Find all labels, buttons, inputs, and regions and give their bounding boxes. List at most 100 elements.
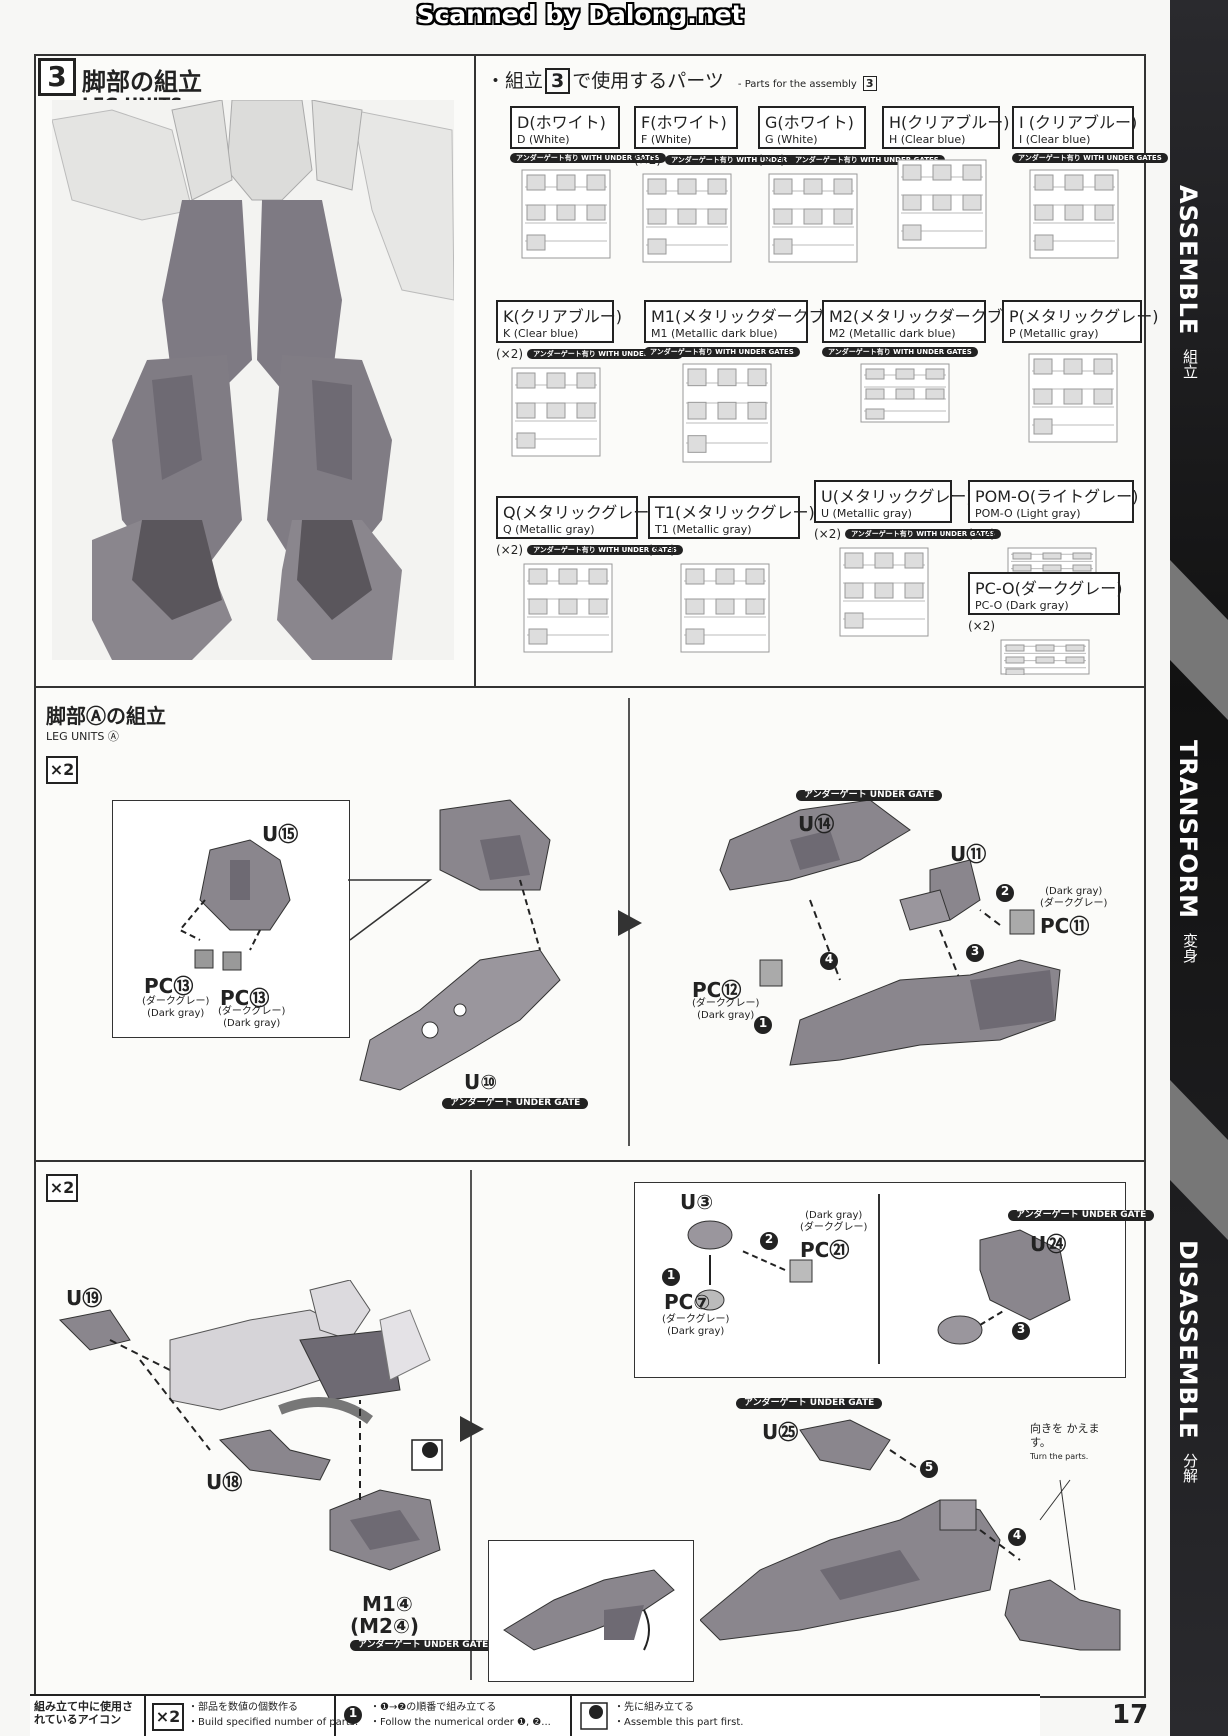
assembly-diagram-a-left [178, 799, 561, 1091]
label-u15: U⑮ [262, 822, 299, 846]
under-gates-badge: アンダーゲート有り WITH UNDER GATES [510, 153, 666, 163]
assemble-first-icon [580, 1702, 608, 1730]
assembly-diagram-b-left [58, 1280, 443, 1571]
tab-assemble[interactable]: ASSEMBLE 組立 [1174, 185, 1202, 379]
runner-name-en: P (Metallic gray) [1009, 327, 1099, 340]
label-pc13-a-color: (ダークグレー)(Dark gray) [142, 996, 210, 1019]
runner-card: K(クリアブルー)K (Clear blue)(×2)アンダーゲート有り WIT… [496, 300, 683, 457]
legend-item-2: ・❶→❷の順番で組み立てる・Follow the numerical order… [370, 1702, 551, 1728]
runner-label: K(クリアブルー)K (Clear blue) [496, 300, 622, 343]
under-gates-badge: アンダーゲート有り WITH UNDER GATES [789, 155, 945, 165]
tab-assemble-jp: 組立 [1181, 349, 1199, 380]
under-gates-badge: アンダーゲート有り WITH UNDER GATES [527, 545, 683, 555]
runner-diagram [523, 563, 613, 653]
runner-name-jp: POM-O(ライトグレー) [975, 487, 1139, 506]
flow-arrow-icon [460, 1416, 484, 1442]
label-u25: U㉕ [762, 1420, 799, 1444]
step-circle: 4 [1008, 1528, 1026, 1546]
assembly-diagram-b-inset [687, 1220, 1071, 1345]
runner-label: P(メタリックグレー)P (Metallic gray) [1002, 300, 1159, 343]
label-pc11-color: (Dark gray)(ダークグレー) [1040, 886, 1108, 909]
multiplier-badge: ×2 [46, 756, 78, 784]
runner-diagram [642, 173, 732, 263]
runner-name-jp: G(ホワイト) [765, 113, 854, 132]
runner-diagram [511, 367, 601, 457]
under-gates-badge: アンダーゲート有り WITH UNDER GATES [845, 529, 1001, 539]
runner-name-jp: M2(メタリックダークブルー) [829, 307, 1041, 326]
legend-item-3: ・先に組み立てる・Assemble this part first. [614, 1702, 744, 1728]
runner-name-en: M1 (Metallic dark blue) [651, 327, 778, 340]
runner-name-en: D (White) [517, 133, 570, 146]
runner-card: U(メタリックグレー)U (Metallic gray) (×2)アンダーゲート有… [814, 480, 1001, 637]
flow-arrow-icon [618, 910, 642, 936]
label-pc13-b-color: (ダークグレー)(Dark gray) [218, 1006, 286, 1029]
label-m1-4: M1④ [362, 1592, 413, 1616]
under-gates-badge: アンダーゲート有り WITH UNDER GATES [527, 349, 683, 359]
tab-divider-graphic-2 [1170, 1080, 1228, 1240]
parts-header-prefix: ・組立 [486, 70, 544, 92]
runner-card: P(メタリックグレー)P (Metallic gray) [1002, 300, 1159, 443]
label-u3: U③ [680, 1190, 714, 1214]
runner-card: M2(メタリックダークブルー)M2 (Metallic dark blue)アン… [822, 300, 1041, 423]
runner-label: T1(メタリックグレー)T1 (Metallic gray) [648, 496, 815, 539]
runner-label: U(メタリックグレー)U (Metallic gray) [814, 480, 973, 523]
runner-diagram [1029, 169, 1119, 259]
runner-diagram [768, 173, 858, 263]
parts-header-en-step: 3 [862, 76, 877, 91]
runner-card: G(ホワイト)G (White) (×2)アンダーゲート有り WITH UNDER… [758, 106, 945, 263]
runner-card: POM-O(ライトグレー)POM-O (Light gray) (×2) [968, 480, 1139, 583]
sub-a-title-en: LEG UNITS Ⓐ [46, 730, 119, 743]
parts-header-en: - Parts for the assembly [737, 79, 857, 90]
runner-name-en: T1 (Metallic gray) [655, 523, 752, 536]
step-circle: 4 [820, 952, 838, 970]
under-gate-m1: アンダーゲート UNDER GATE [350, 1640, 497, 1651]
runner-name-en: G (White) [765, 133, 818, 146]
under-gate-u10: アンダーゲート UNDER GATE [442, 1098, 589, 1109]
runner-name-en: PC-O (Dark gray) [975, 599, 1069, 612]
runner-name-jp: I (クリアブルー) [1019, 113, 1138, 132]
step-circle: 3 [966, 944, 984, 962]
label-m2-4: (M2④) [350, 1614, 420, 1638]
runner-quantity: (×2) [758, 153, 786, 167]
under-gates-badge: アンダーゲート有り WITH UNDER GATES [665, 155, 821, 165]
runner-name-jp: H(クリアブルー) [889, 113, 1010, 132]
runner-label: I (クリアブルー)I (Clear blue) [1012, 106, 1138, 149]
tab-disassemble-label: DISASSEMBLE [1174, 1240, 1202, 1440]
label-pc13-a: PC⑬ [144, 974, 194, 998]
runner-name-jp: PC-O(ダークグレー) [975, 579, 1123, 598]
runner-quantity: (×2) [814, 527, 842, 541]
label-pc11: PC⑪ [1040, 914, 1090, 938]
runner-card: D(ホワイト)D (White) アンダーゲート有り WITH UNDER GAT… [510, 106, 666, 259]
runner-quantity: (×2) [496, 543, 524, 557]
runner-name-jp: F(ホワイト) [641, 113, 727, 132]
label-u10: U⑩ [464, 1070, 498, 1094]
runner-quantity: (×2) [968, 527, 996, 541]
runner-label: POM-O(ライトグレー)POM-O (Light gray) [968, 480, 1139, 523]
under-gates-badge: アンダーゲート有り WITH UNDER GATES [822, 347, 978, 357]
step-circle: 1 [754, 1016, 772, 1034]
tab-disassemble[interactable]: DISASSEMBLE 分解 [1174, 1240, 1202, 1483]
label-pc12: PC⑫ [692, 978, 742, 1002]
runner-label: D(ホワイト)D (White) [510, 106, 620, 149]
runner-name-en: Q (Metallic gray) [503, 523, 595, 536]
label-u19: U⑲ [66, 1286, 103, 1310]
step-circle: 2 [760, 1232, 778, 1250]
under-gate-u14: アンダーゲート UNDER GATE [796, 790, 943, 801]
label-u14: U⑭ [798, 812, 835, 836]
under-gates-badge: アンダーゲート有り WITH UNDER GATES [1012, 153, 1168, 163]
step-number: 3 [38, 58, 76, 96]
icon-legend-bar: 組み立て中に使用されているアイコン ×2 ・部品を数値の個数作る・Build s… [30, 1694, 1040, 1736]
runner-name-jp: D(ホワイト) [517, 113, 606, 132]
runner-name-jp: P(メタリックグレー) [1009, 307, 1159, 326]
label-pc7-color: (ダークグレー)(Dark gray) [662, 1314, 730, 1337]
step-circle: 1 [662, 1268, 680, 1286]
legend-step-icon: 1 [344, 1706, 362, 1724]
turn-note-jp: 向きを かえます。 [1030, 1422, 1100, 1450]
assembly-diagram-a-right [719, 799, 1061, 1066]
tab-transform-label: TRANSFORM [1174, 740, 1202, 919]
tab-transform[interactable]: TRANSFORM 変身 [1174, 740, 1202, 963]
legend-item-1: ・部品を数値の個数作る・Build specified number of pa… [188, 1702, 359, 1728]
runner-card: PC-O(ダークグレー)PC-O (Dark gray)(×2) [968, 572, 1123, 675]
inset-divider [878, 1194, 880, 1364]
runner-diagram [1028, 353, 1118, 443]
